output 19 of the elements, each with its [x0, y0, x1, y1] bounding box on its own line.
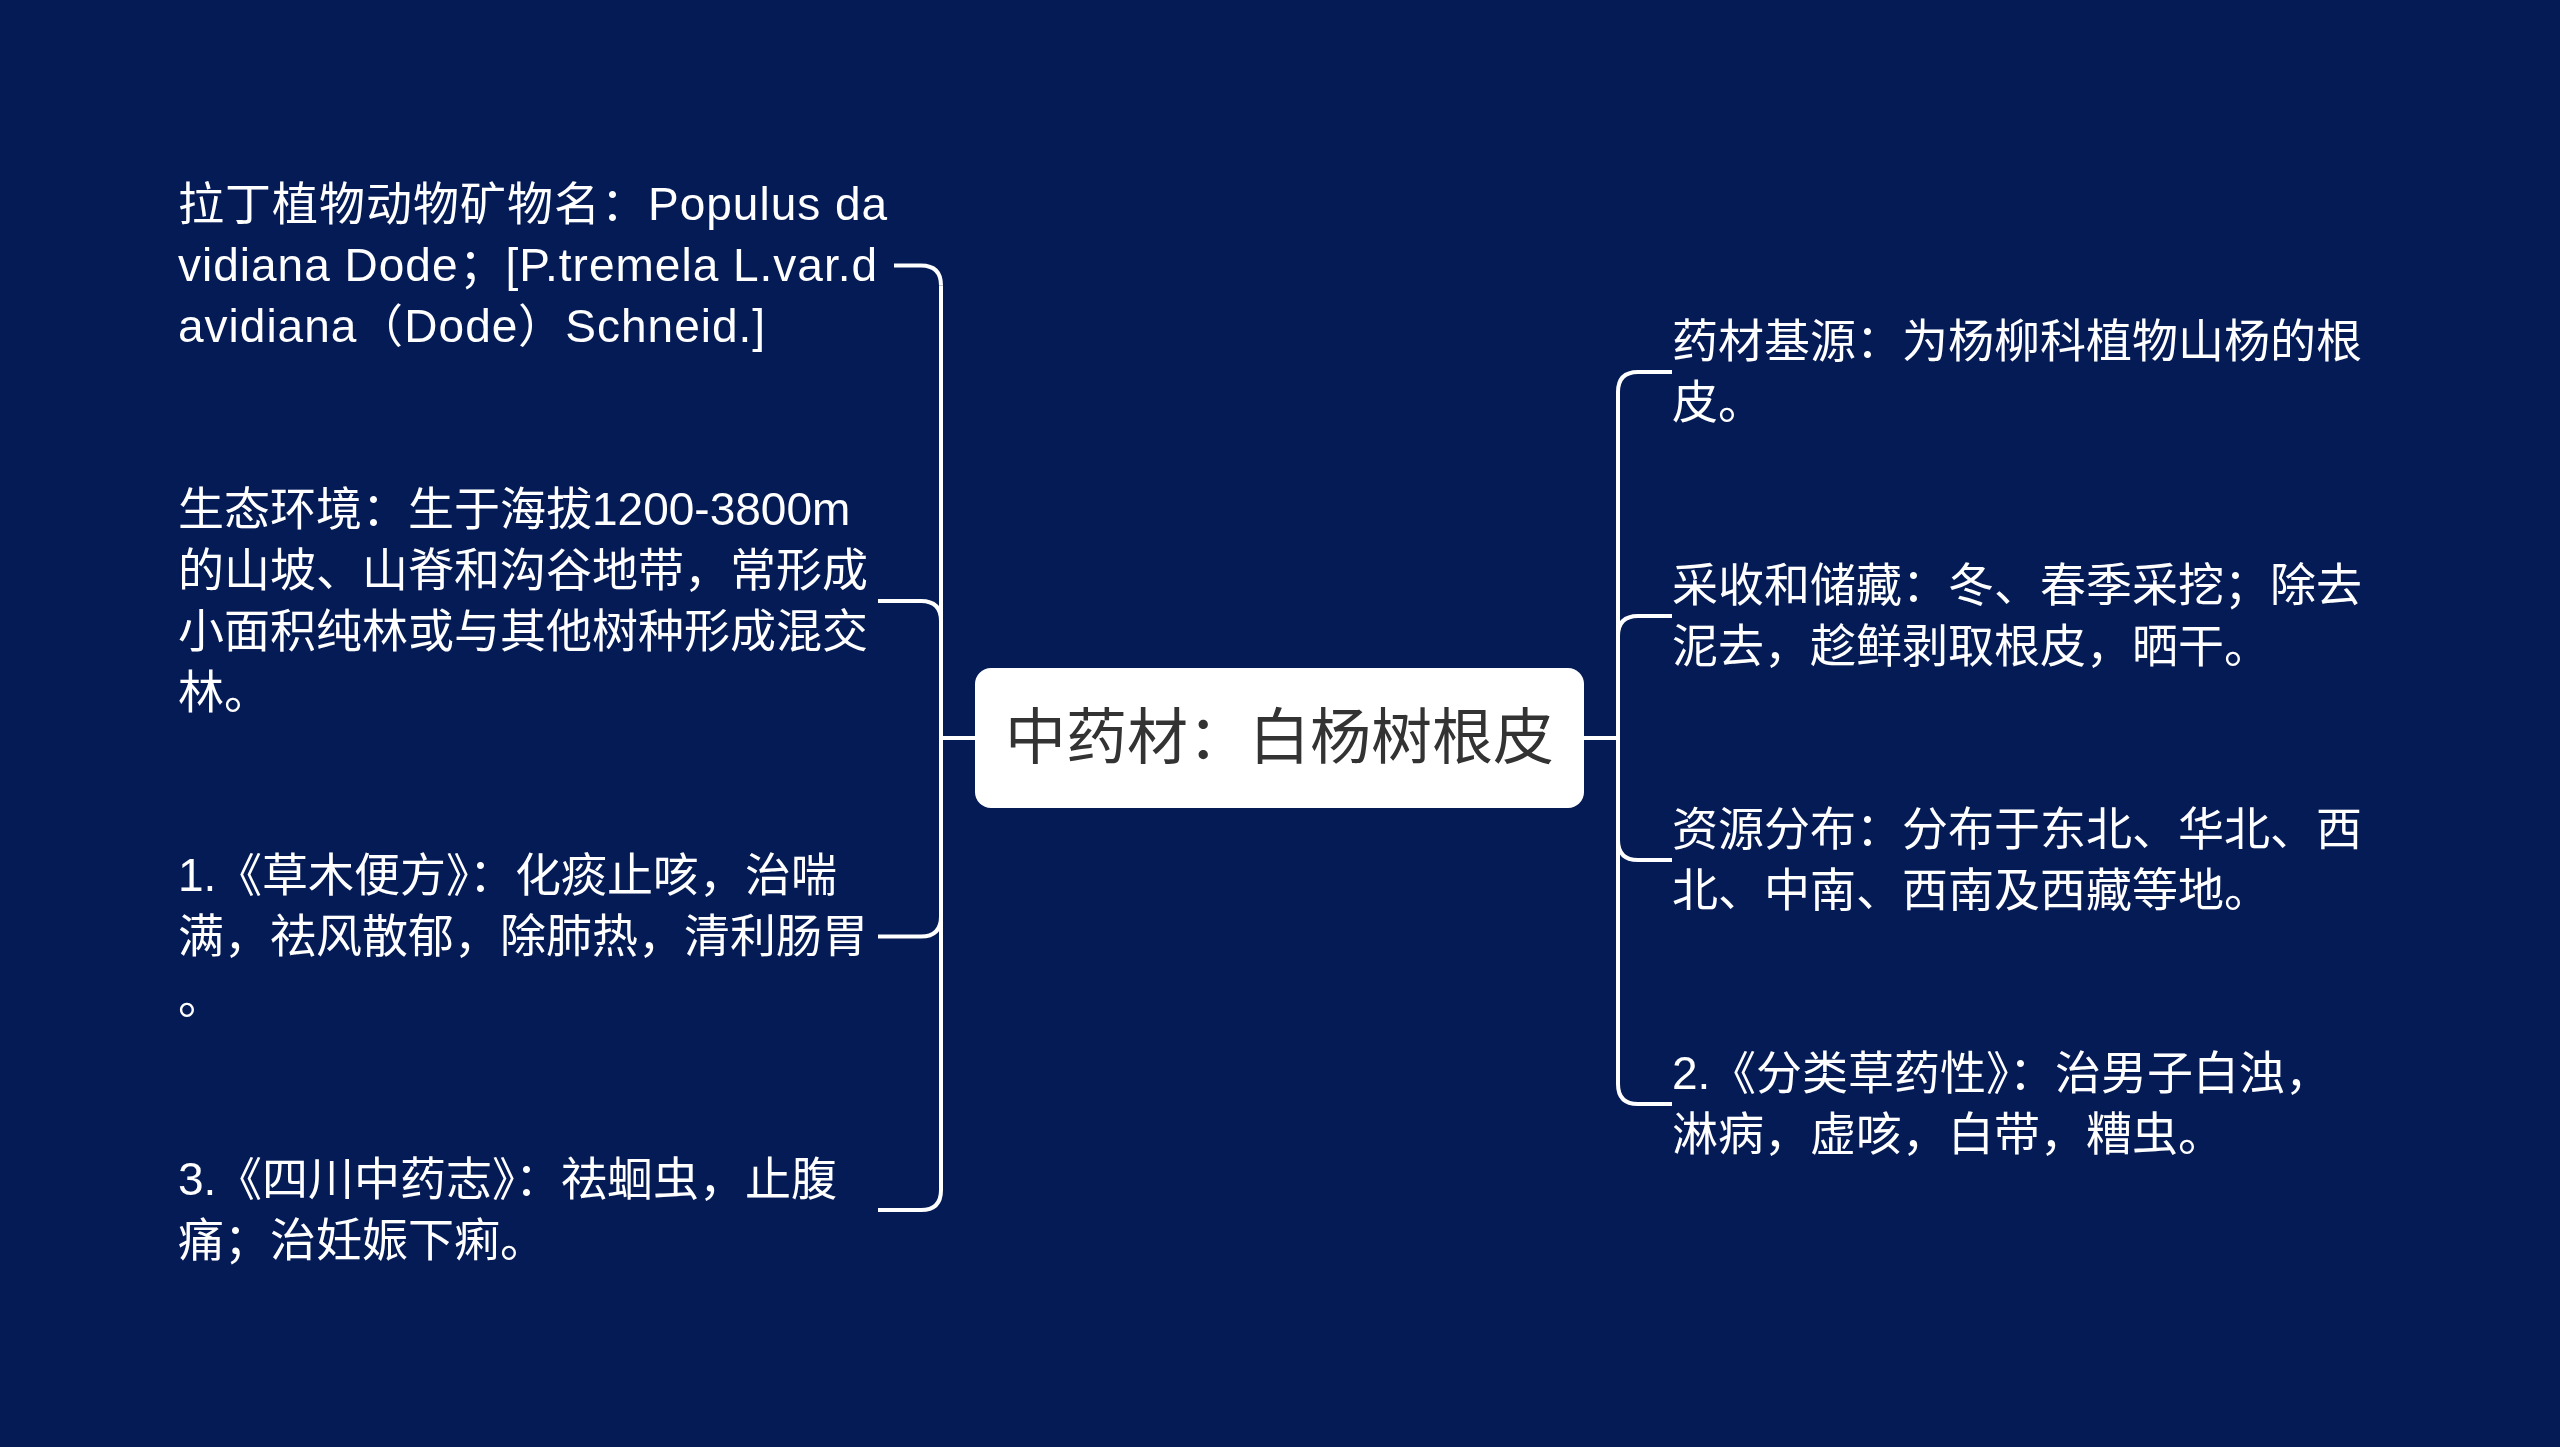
connector-line: [1616, 614, 1672, 637]
branch-text: 资源分布：分布于东北、华北、西北、中南、西南及西藏等地。: [1672, 799, 2372, 921]
connector-line: [878, 1189, 943, 1212]
connector-line: [894, 263, 943, 286]
branch-text: 生态环境：生于海拔1200-3800m的山坡、山脊和沟谷地带，常形成小面积纯林或与其他树种形成混交林。: [178, 479, 878, 723]
topic-box: 中药材：白杨树根皮: [975, 668, 1584, 808]
branch-text: 3.《四川中药志》：祛蛔虫，止腹痛；治妊娠下痢。: [178, 1149, 878, 1271]
connector-line: [878, 599, 943, 622]
connector-line: [939, 283, 977, 1192]
connector-line: [1582, 390, 1620, 1086]
branch-text: 1.《草木便方》：化痰止咳，治喘满，祛风散郁，除肺热，清利肠胃。: [178, 845, 878, 1028]
branch-text: 拉丁植物动物矿物名：Populus davidiana Dode；[P.tremela L.var.davidiana（Dode）Schneid.]: [178, 174, 894, 357]
connector-line: [1616, 370, 1672, 393]
connector-line: [1616, 839, 1672, 862]
connector-line: [1616, 1083, 1672, 1106]
branch-text: 采收和储藏：冬、春季采挖；除去泥去，趁鲜剥取根皮，晒干。: [1672, 555, 2372, 677]
connector-line: [878, 916, 943, 939]
branch-text: 2.《分类草药性》：治男子白浊，淋病，虚咳，白带，糟虫。: [1672, 1043, 2372, 1165]
branch-text: 药材基源：为杨柳科植物山杨的根皮。: [1672, 311, 2372, 433]
